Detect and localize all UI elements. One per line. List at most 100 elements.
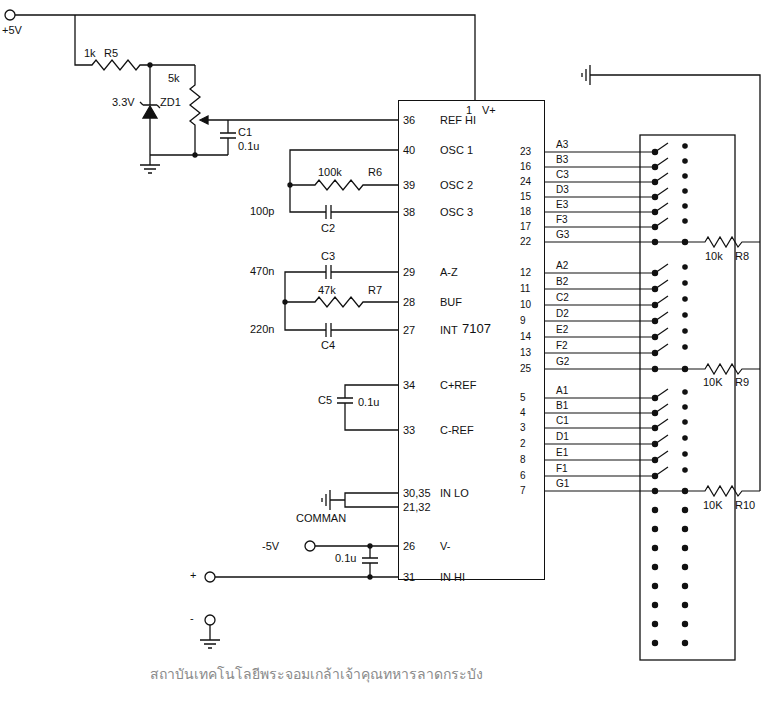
segment-name: F2 xyxy=(556,340,568,352)
component-label: + xyxy=(190,569,196,582)
segment-name: A2 xyxy=(556,260,568,272)
segment-name: D3 xyxy=(556,184,569,196)
component-label: V+ xyxy=(482,104,496,117)
segment-name: C2 xyxy=(556,292,569,304)
segment-name: A1 xyxy=(556,385,568,397)
pin-number: 28 xyxy=(403,296,415,309)
pin-name: C-REF xyxy=(440,424,474,437)
segment-name: C3 xyxy=(556,169,569,181)
ic-name: 7107 xyxy=(462,321,491,336)
resistor-name: R5 xyxy=(104,47,118,60)
pin-number: 23 xyxy=(520,146,531,158)
component-label: 47k xyxy=(318,284,336,297)
pin-number: 4 xyxy=(520,407,526,419)
pin-name: OSC 3 xyxy=(440,206,473,219)
component-label: C2 xyxy=(321,222,335,235)
segment-name: B1 xyxy=(556,400,568,412)
pin-name: IN LO xyxy=(440,487,469,500)
pin-number: 8 xyxy=(520,454,526,466)
pin-number: 38 xyxy=(403,206,415,219)
pin-number: 22 xyxy=(520,236,531,248)
zener-name: ZD1 xyxy=(160,96,181,109)
component-label: R10 xyxy=(735,499,755,512)
component-label: 470n xyxy=(250,265,274,278)
pin-name: BUF xyxy=(440,296,462,309)
capacitor-name: C1 xyxy=(238,126,252,139)
pin-number: 11 xyxy=(520,283,530,295)
segment-name: A3 xyxy=(556,139,568,151)
pin-number: 5 xyxy=(520,392,526,404)
pin-name: OSC 1 xyxy=(440,144,473,157)
pin-number: 31 xyxy=(403,571,415,584)
capacitor-value: 0.1u xyxy=(238,140,259,153)
segment-name: B3 xyxy=(556,154,568,166)
pin-number: 16 xyxy=(520,161,531,173)
component-label: COMMAN xyxy=(296,512,346,525)
pin-number: 29 xyxy=(403,266,415,279)
pin-name: INT xyxy=(440,324,458,337)
pin-number: 25 xyxy=(520,363,531,375)
pin-number: 10 xyxy=(520,299,531,311)
pin-number: 15 xyxy=(520,191,531,203)
pin-number: 34 xyxy=(403,379,415,392)
pin-name: V- xyxy=(440,540,450,553)
pin-number: 17 xyxy=(520,221,531,233)
segment-name: E2 xyxy=(556,324,568,336)
component-label: C4 xyxy=(321,339,335,352)
pin-number: 6 xyxy=(520,470,526,482)
segment-name: B2 xyxy=(556,276,568,288)
segment-name: D1 xyxy=(556,431,569,443)
pin-name: REF HI xyxy=(440,114,476,127)
component-label: 100k xyxy=(318,166,342,179)
component-label: -5V xyxy=(262,540,279,553)
segment-name: G1 xyxy=(556,478,569,490)
segment-name: E3 xyxy=(556,199,568,211)
component-label: 10K xyxy=(703,499,723,512)
pin-number: 27 xyxy=(403,324,415,337)
component-label: 220n xyxy=(250,323,274,336)
pin-number: 36 xyxy=(403,114,415,127)
pot-value: 5k xyxy=(168,72,180,85)
pin-number: 14 xyxy=(520,331,531,343)
pin-number: 3 xyxy=(520,422,526,434)
component-label: 0.1u xyxy=(335,552,356,565)
component-label: C3 xyxy=(321,250,335,263)
zener-value: 3.3V xyxy=(112,96,135,109)
pin-name: C+REF xyxy=(440,379,476,392)
pin-number: 30,35 xyxy=(403,487,431,500)
pin-number: 13 xyxy=(520,347,531,359)
pin-number: 9 xyxy=(520,315,526,327)
component-label: R6 xyxy=(368,166,382,179)
pin-number: 33 xyxy=(403,424,415,437)
component-label: - xyxy=(190,612,194,625)
segment-name: E1 xyxy=(556,447,568,459)
pin-name: IN HI xyxy=(440,571,465,584)
pin-number: 39 xyxy=(403,179,415,192)
pin-number: 7 xyxy=(520,485,526,497)
segment-name: F3 xyxy=(556,214,568,226)
segment-name: F1 xyxy=(556,463,568,475)
pin-number: 2 xyxy=(520,438,526,450)
pin-number: 40 xyxy=(403,144,415,157)
pin-number: 26 xyxy=(403,540,415,553)
component-label: 100p xyxy=(250,205,274,218)
component-label: 10k xyxy=(705,250,723,263)
component-label: R8 xyxy=(735,250,749,263)
segment-name: G2 xyxy=(556,356,569,368)
watermark: สถาบันเทคโนโลยีพระจอมเกล้าเจ้าคุณทหารลาด… xyxy=(150,668,483,681)
pin-number: 21,32 xyxy=(403,501,431,514)
component-label: 10K xyxy=(703,376,723,389)
pin-number: 12 xyxy=(520,267,531,279)
pin-number: 24 xyxy=(520,176,531,188)
pin-number: 18 xyxy=(520,206,531,218)
segment-name: G3 xyxy=(556,229,569,241)
component-label: C5 xyxy=(318,394,332,407)
segment-name: C1 xyxy=(556,415,569,427)
component-label: 0.1u xyxy=(358,396,379,409)
resistor-value: 1k xyxy=(84,47,96,60)
pin-name: A-Z xyxy=(440,266,458,279)
pin-name: OSC 2 xyxy=(440,179,473,192)
terminal-label: +5V xyxy=(2,24,22,37)
component-label: R9 xyxy=(735,376,749,389)
segment-name: D2 xyxy=(556,308,569,320)
